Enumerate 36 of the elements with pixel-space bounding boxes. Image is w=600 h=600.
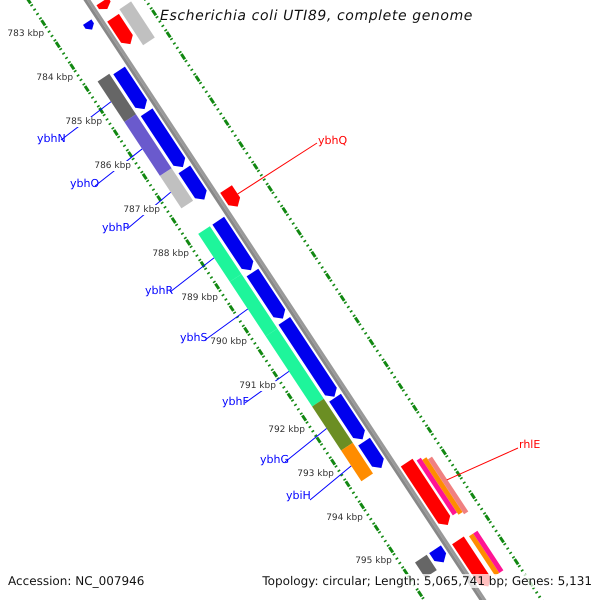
gene-label: ybhF xyxy=(222,395,249,408)
genome-info-text: Topology: circular; Length: 5,065,741 bp; Genes: 5,131 xyxy=(262,574,592,588)
gene-bar xyxy=(312,398,353,450)
gene-label: ybhP xyxy=(102,221,130,234)
scale-label: 786 kbp xyxy=(94,161,132,172)
gene-bar xyxy=(160,168,194,208)
accession-text: Accession: NC_007946 xyxy=(8,574,144,588)
gene-bar xyxy=(341,442,373,482)
leader-line xyxy=(204,308,248,340)
gene-label: ybiH xyxy=(286,489,311,502)
leader-line xyxy=(446,448,518,480)
scale-label: 793 kbp xyxy=(297,468,334,479)
gene-label: ybhS xyxy=(180,331,208,344)
gene-label: ybhO xyxy=(70,177,100,190)
gene-label: ybhG xyxy=(260,453,289,466)
map-title: Escherichia coli UTI89, complete genome xyxy=(160,8,474,24)
leader-line xyxy=(284,428,328,462)
scale-label: 783 kbp xyxy=(7,29,44,40)
scale-label: 785 kbp xyxy=(65,117,102,128)
gene-bar xyxy=(416,456,468,516)
scale-label: 787 kbp xyxy=(123,205,160,216)
gene-label: rhlE xyxy=(519,438,540,451)
gene-bar xyxy=(230,274,278,336)
leader-line xyxy=(237,142,318,194)
scale-label: 792 kbp xyxy=(268,424,305,435)
gene-label: ybhQ xyxy=(318,134,348,147)
gene-feature xyxy=(220,185,240,207)
scale-label: 789 kbp xyxy=(181,292,218,303)
gene-label: ybhN xyxy=(37,132,66,145)
leader-line xyxy=(170,257,214,292)
scale-label: 784 kbp xyxy=(36,73,74,84)
gene-bar xyxy=(198,226,242,282)
gene-label: ybhR xyxy=(145,284,174,297)
scale-label: 795 kbp xyxy=(355,556,392,566)
scale-label: 791 kbp xyxy=(239,380,276,391)
leader-line xyxy=(310,465,352,500)
